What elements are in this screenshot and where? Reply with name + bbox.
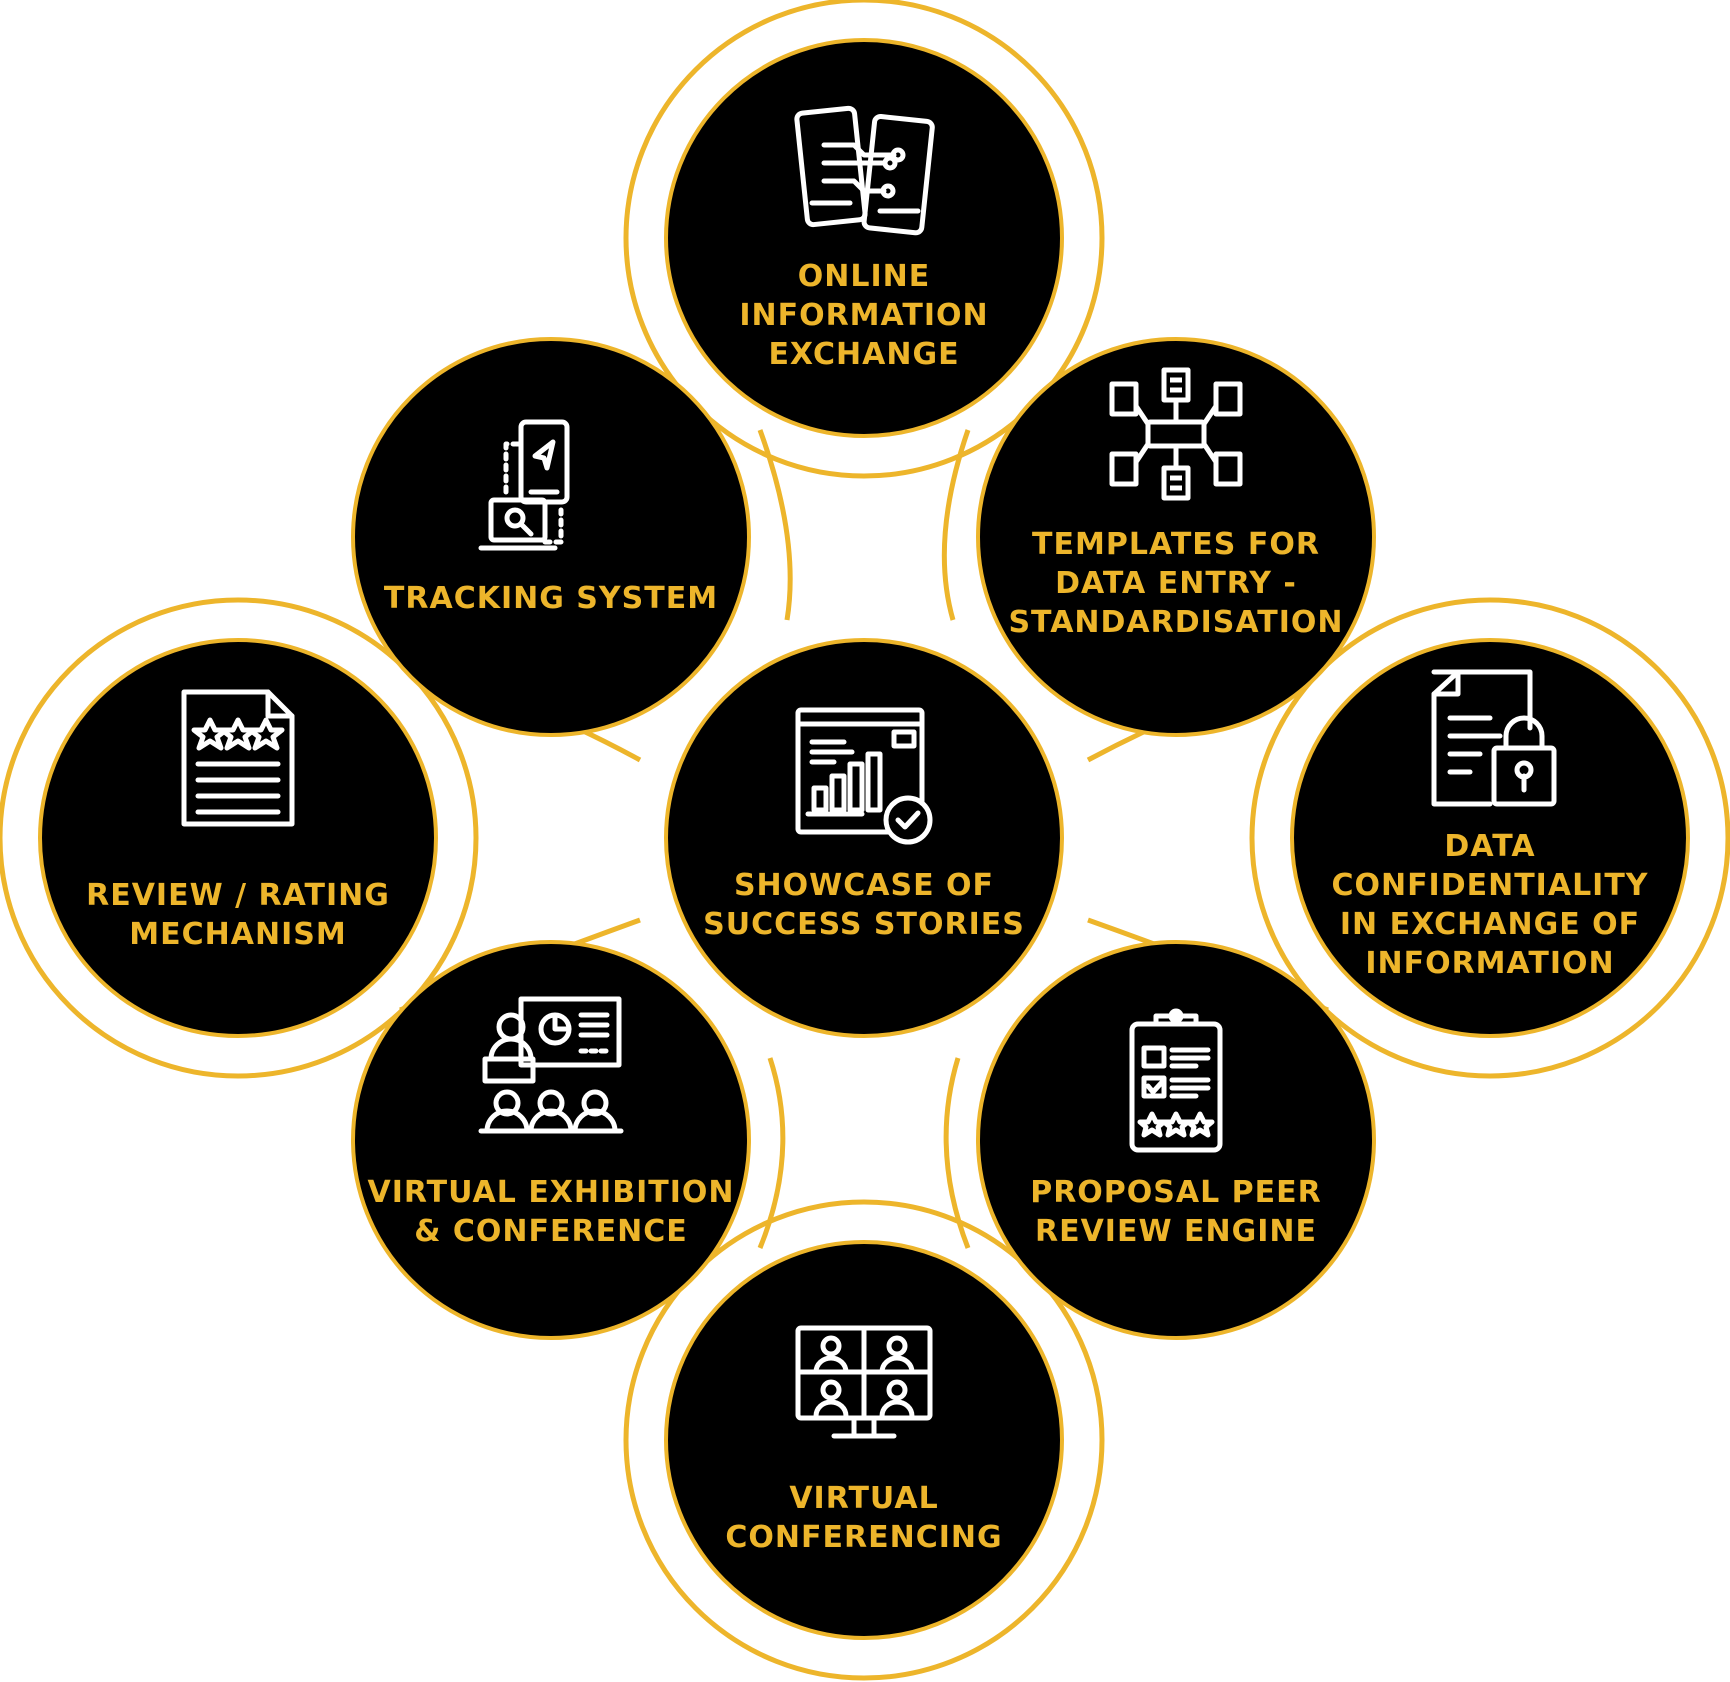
label-line: SUCCESS STORIES	[703, 907, 1025, 942]
node-label: TEMPLATES FOR DATA ENTRY - STANDARDISATION	[1008, 527, 1343, 640]
label-line: TEMPLATES FOR	[1032, 527, 1320, 562]
document-lock-icon	[1431, 669, 1557, 807]
node-circle	[351, 940, 751, 1340]
connector-top-right	[941, 429, 971, 621]
label-line: EXCHANGE	[768, 337, 959, 372]
tracking-icon	[478, 419, 570, 551]
video-conference-icon	[795, 1325, 933, 1439]
rated-document-icon	[181, 689, 295, 827]
outer-ring-bottom	[623, 1199, 1105, 1681]
node-data-confidentiality: DATA CONFIDENTIALITY IN EXCHANGE OF INFORMA…	[1290, 638, 1690, 1038]
label-line: IN EXCHANGE OF	[1340, 907, 1640, 942]
node-circle	[664, 638, 1064, 1038]
connector-bottom-right	[943, 1057, 971, 1249]
connector-top-left	[757, 429, 793, 621]
presentation-audience-icon	[478, 996, 624, 1134]
label-line: ONLINE	[798, 259, 931, 294]
node-label: REVIEW / RATING MECHANISM	[86, 878, 390, 952]
label-line: CONFIDENTIALITY	[1331, 868, 1648, 903]
label-line: MECHANISM	[129, 917, 346, 952]
label-line: DATA	[1444, 829, 1535, 864]
outer-ring-left	[0, 597, 479, 1079]
node-showcase-success: SHOWCASE OF SUCCESS STORIES	[664, 638, 1064, 1038]
label-line: CONFERENCING	[725, 1520, 1002, 1555]
node-circle	[664, 38, 1064, 438]
node-virtual-conferencing: VIRTUAL CONFERENCING	[664, 1240, 1064, 1640]
label-line: PROPOSAL PEER	[1030, 1175, 1322, 1210]
node-online-information-exchange: ONLINE INFORMATION EXCHANGE	[664, 38, 1064, 438]
label-line: VIRTUAL	[789, 1481, 938, 1516]
node-tracking-system: TRACKING SYSTEM	[351, 337, 751, 737]
network-hub-icon	[1109, 367, 1243, 501]
label-line: STANDARDISATION	[1008, 605, 1343, 640]
label-line: TRACKING SYSTEM	[384, 581, 718, 616]
outer-ring-top	[623, 0, 1105, 479]
phones-exchange-icon	[794, 105, 935, 236]
node-templates-data-entry: TEMPLATES FOR DATA ENTRY - STANDARDISATION	[976, 337, 1376, 737]
checklist-clipboard-icon	[1129, 1008, 1223, 1153]
node-label: VIRTUAL EXHIBITION & CONFERENCE	[368, 1175, 735, 1249]
connector-bottom-left	[757, 1057, 786, 1249]
node-label: DATA CONFIDENTIALITY IN EXCHANGE OF INFORMA…	[1331, 829, 1648, 981]
node-circle	[351, 337, 751, 737]
outer-ring-right	[1249, 597, 1730, 1079]
node-review-rating: REVIEW / RATING MECHANISM	[38, 638, 438, 1038]
node-label: PROPOSAL PEER REVIEW ENGINE	[1030, 1175, 1322, 1249]
node-circle	[1290, 638, 1690, 1038]
node-circle	[664, 1240, 1064, 1640]
node-label: TRACKING SYSTEM	[384, 581, 718, 616]
label-line: INFORMATION	[739, 298, 988, 333]
node-virtual-exhibition: VIRTUAL EXHIBITION & CONFERENCE	[351, 940, 751, 1340]
label-line: DATA ENTRY -	[1055, 566, 1297, 601]
node-label: ONLINE INFORMATION EXCHANGE	[739, 259, 988, 372]
analytics-check-icon	[795, 707, 933, 845]
node-proposal-peer-review: PROPOSAL PEER REVIEW ENGINE	[976, 940, 1376, 1340]
node-circle	[976, 337, 1376, 737]
label-line: REVIEW ENGINE	[1035, 1214, 1317, 1249]
label-line: REVIEW / RATING	[86, 878, 390, 913]
node-circle	[976, 940, 1376, 1340]
node-circle	[38, 638, 438, 1038]
node-label: VIRTUAL CONFERENCING	[725, 1481, 1002, 1555]
label-line: INFORMATION	[1365, 946, 1614, 981]
node-label: SHOWCASE OF SUCCESS STORIES	[703, 868, 1025, 942]
label-line: & CONFERENCE	[414, 1214, 687, 1249]
label-line: SHOWCASE OF	[734, 868, 994, 903]
label-line: VIRTUAL EXHIBITION	[368, 1175, 735, 1210]
